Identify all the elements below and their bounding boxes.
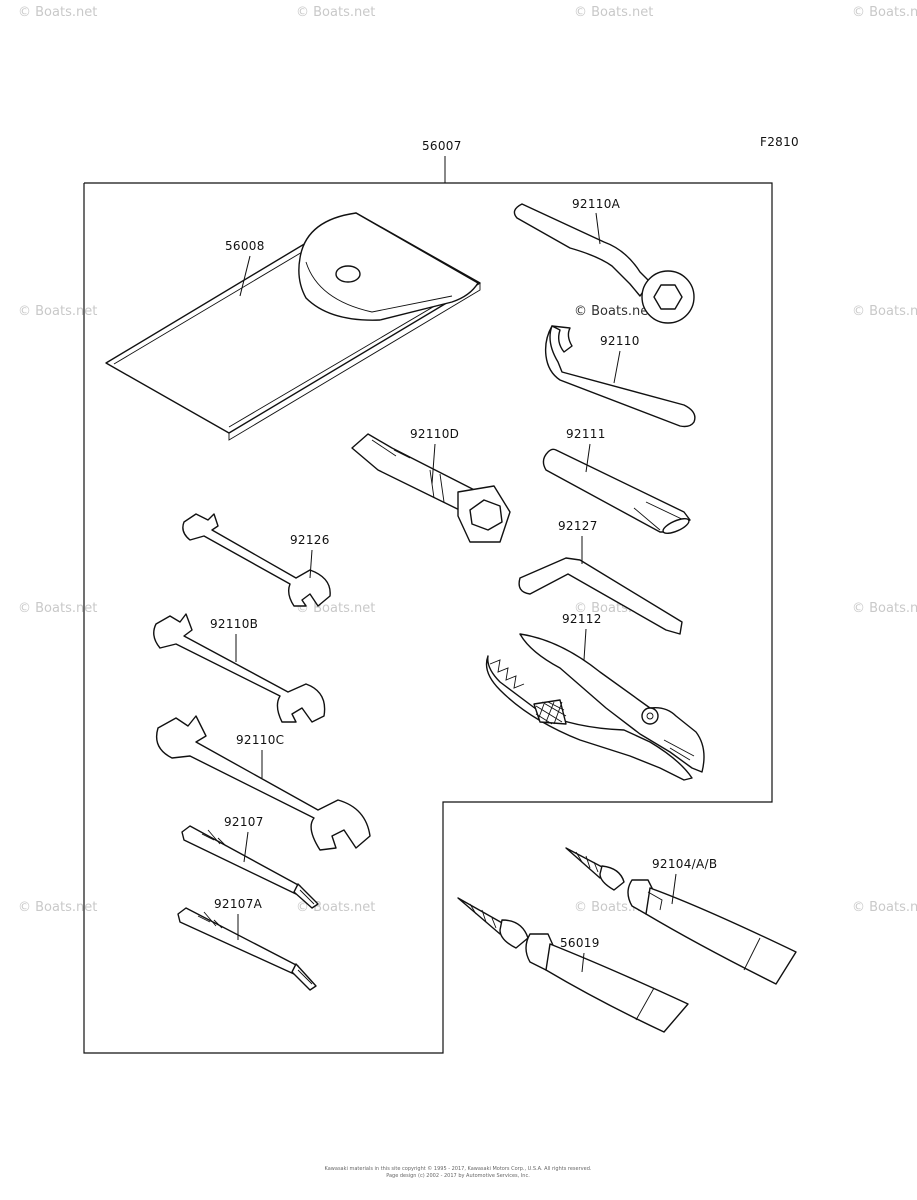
small-wrench: [182, 513, 331, 607]
hex-key: [518, 557, 683, 635]
label-pliers: 92112: [562, 612, 602, 626]
watermark: © Boats.net: [574, 304, 653, 319]
footer-copyright: Kawasaki materials in this site copyrigh…: [325, 1165, 592, 1172]
watermark: © Boats.net: [852, 900, 917, 915]
label-screwdriver-a: 92107: [224, 815, 264, 829]
watermark: © Boats.net: [18, 900, 97, 915]
label-large-wrench: 92110C: [236, 733, 284, 747]
pliers: [485, 633, 705, 781]
screwdriver-b: [177, 907, 317, 991]
label-bar: 92111: [566, 427, 606, 441]
label-hex-key: 92127: [558, 519, 598, 533]
figure-code: F2810: [760, 135, 799, 149]
label-kit: 56007: [422, 139, 462, 153]
medium-wrench: [153, 613, 326, 723]
grease-tube-1: [565, 847, 797, 985]
label-hook-wrench: 92110: [600, 334, 640, 348]
screwdriver-a: [181, 825, 319, 909]
watermark: © Boats.net: [18, 601, 97, 616]
label-pouch: 56008: [225, 239, 265, 253]
label-medium-wrench: 92110B: [210, 617, 258, 631]
watermark: © Boats.net: [852, 601, 917, 616]
watermark: © Boats.net: [18, 304, 97, 319]
label-grease-tube-1: 92104/A/B: [652, 857, 717, 871]
label-screwdriver-b: 92107A: [214, 897, 263, 911]
ring-wrench: [513, 203, 695, 324]
label-ring-wrench: 92110A: [572, 197, 621, 211]
tool-pouch: [105, 212, 481, 441]
bar-tool: [542, 448, 691, 534]
label-box-wrench: 92110D: [410, 427, 459, 441]
watermark: © Boats.net: [574, 5, 653, 20]
watermark: © Boats.net: [296, 601, 375, 616]
label-small-wrench: 92126: [290, 533, 330, 547]
watermark: © Boats.net: [852, 5, 917, 20]
footer-design: Page design (c) 2002 - 2017 by Automotiv…: [386, 1173, 530, 1179]
hook-wrench: [544, 325, 696, 428]
watermark: © Boats.net: [18, 5, 97, 20]
box-wrench: [351, 433, 511, 543]
label-grease-tube-2: 56019: [560, 936, 600, 950]
watermark: © Boats.net: [296, 5, 375, 20]
large-wrench: [155, 715, 371, 851]
kit-frame: [83, 182, 773, 1054]
grease-tube-2: [457, 897, 689, 1033]
watermark: © Boats.net: [852, 304, 917, 319]
